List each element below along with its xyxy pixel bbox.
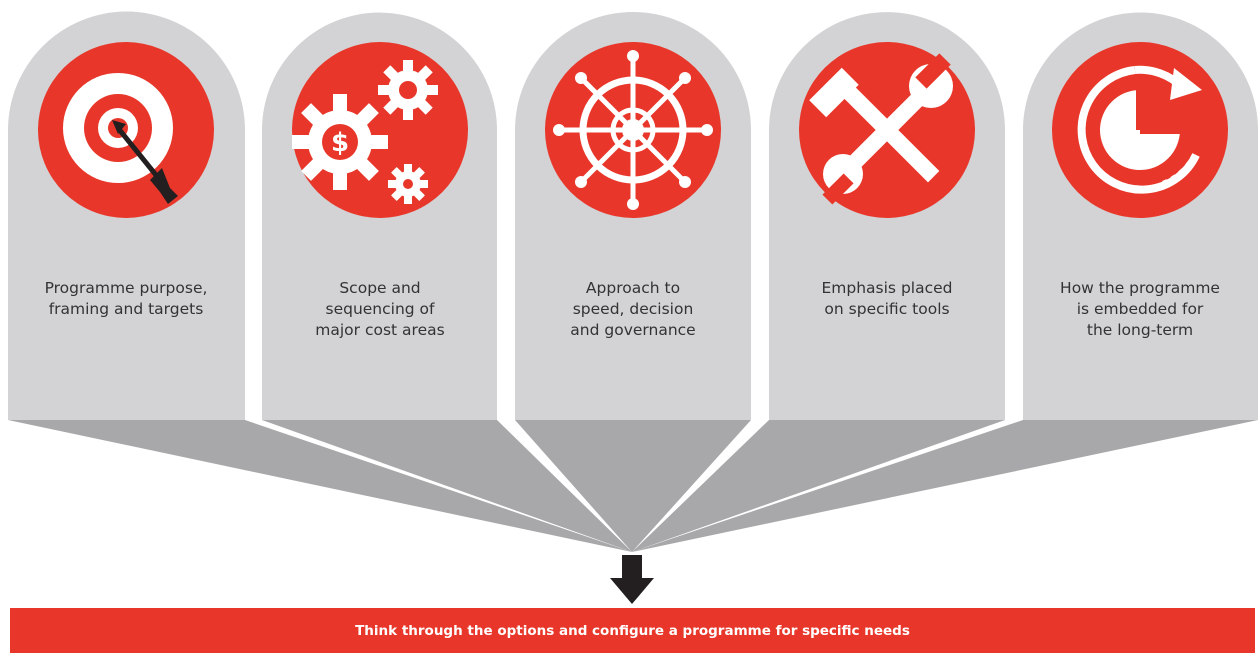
conclusion-banner: Think through the options and configure … [10,608,1255,653]
card-4 [769,12,1005,421]
card-label-1: Programme purpose, framing and targets [44,279,208,318]
funnel-segment-1 [8,420,632,552]
card-label-4: Emphasis placed on specific tools [821,279,953,318]
conclusion-text: Think through the options and configure … [355,622,910,639]
funnel-segment-5 [632,420,1258,552]
card-label-3: Approach to speed, decision and governan… [570,279,696,339]
card-1 [8,11,245,420]
card-label-2: Scope and sequencing of major cost areas [315,279,445,339]
target-icon [63,73,178,204]
hammer-wrench-icon [809,53,953,205]
funnel [8,420,1258,552]
funnel-segment-3 [515,420,751,552]
ship-wheel-icon [553,50,713,210]
funnel-segment-2 [262,420,632,552]
card-2 [262,12,497,420]
funnel-segment-4 [632,420,1005,552]
card-label-5: How the programme is embedded for the lo… [1060,279,1220,339]
gears-dollar-icon: $ [292,60,438,204]
arrow-down-icon [610,555,654,604]
pie-cycle-icon [1077,65,1202,194]
svg-text:$: $ [331,128,349,158]
